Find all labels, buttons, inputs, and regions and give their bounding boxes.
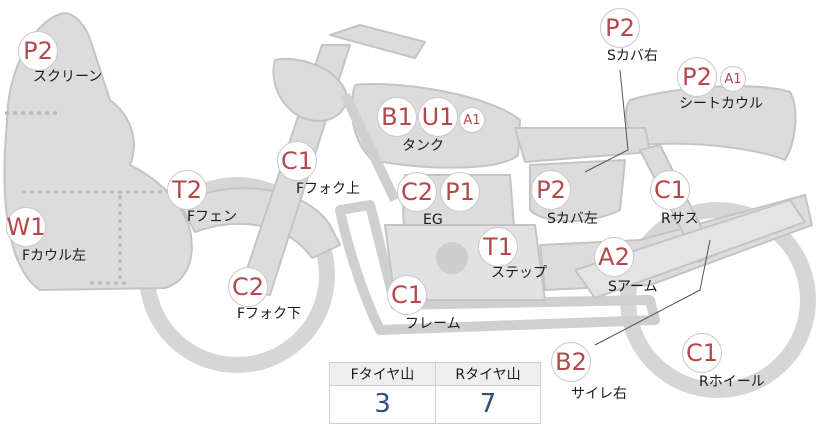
fork-top-shape (329, 24, 426, 59)
badge-s-cover-left: P2 (531, 170, 571, 210)
badge-f-fork-lower: C2 (228, 267, 268, 307)
badge-f-fork-upper: C1 (277, 141, 317, 181)
silencer-shape (574, 199, 806, 299)
badge-frame: C1 (387, 275, 427, 315)
badge-engine-c2: C2 (397, 172, 437, 212)
label-s-cover-left: Sカバ左 (547, 211, 598, 227)
label-r-sus: Rサス (661, 211, 699, 227)
badge-r-sus: C1 (650, 170, 690, 210)
front-fender-shape (179, 187, 341, 259)
label-f-fork-upper: Fフォク上 (296, 181, 361, 197)
badge-engine-p1: P1 (440, 172, 480, 212)
table-column-divider (435, 363, 436, 423)
front-tread-header: Fタイヤ山 (330, 363, 435, 385)
leader-s-cover-right (584, 69, 629, 173)
badge-seat-cowl-a1: A1 (720, 66, 746, 92)
badge-r-wheel: C1 (682, 333, 722, 373)
headlight-shape (272, 58, 348, 122)
rear-tread-header: Rタイヤ山 (436, 363, 540, 385)
label-r-wheel: Rホイール (699, 374, 765, 390)
badge-s-arm: A2 (594, 237, 634, 277)
badge-f-cowl-left: W1 (6, 207, 46, 247)
label-screen: スクリーン (33, 69, 103, 85)
badge-f-fender: T2 (167, 170, 207, 210)
label-engine: EG (423, 212, 443, 228)
badge-screen: P2 (18, 31, 58, 71)
frame-upper-shape (340, 92, 400, 203)
tire-tread-table: Fタイヤ山 Rタイヤ山 3 7 (329, 362, 541, 424)
front-tread-value: 3 (374, 389, 391, 419)
label-frame: フレーム (405, 316, 461, 332)
label-step: ステップ (491, 265, 547, 281)
engine-boss-shape (436, 242, 468, 274)
frame-shape (335, 200, 660, 335)
label-s-cover-right: Sカバ右 (607, 48, 658, 64)
badge-seat-cowl: P2 (677, 57, 717, 97)
front-cowl-shape (3, 12, 193, 291)
table-header-divider (330, 385, 540, 386)
badge-tank-u1: U1 (418, 97, 458, 137)
badge-tank-b1: B1 (377, 97, 417, 137)
badge-step: T1 (478, 227, 518, 267)
label-silencer-right: サイレ右 (571, 386, 627, 402)
badge-silencer-right: B2 (551, 342, 591, 382)
label-f-fork-lower: Fフォク下 (237, 306, 302, 322)
rear-tread-value: 7 (479, 389, 497, 419)
label-tank: タンク (402, 138, 444, 154)
badge-s-cover-right: P2 (600, 8, 640, 48)
label-f-fender: Fフェン (187, 209, 238, 225)
label-s-arm: Sアーム (608, 279, 658, 295)
leader-silencer (594, 239, 711, 346)
badge-tank-a1: A1 (459, 107, 485, 133)
label-seat-cowl: シートカウル (679, 96, 763, 112)
label-f-cowl-left: Fカウル左 (22, 248, 87, 264)
seat-shape (514, 127, 651, 163)
